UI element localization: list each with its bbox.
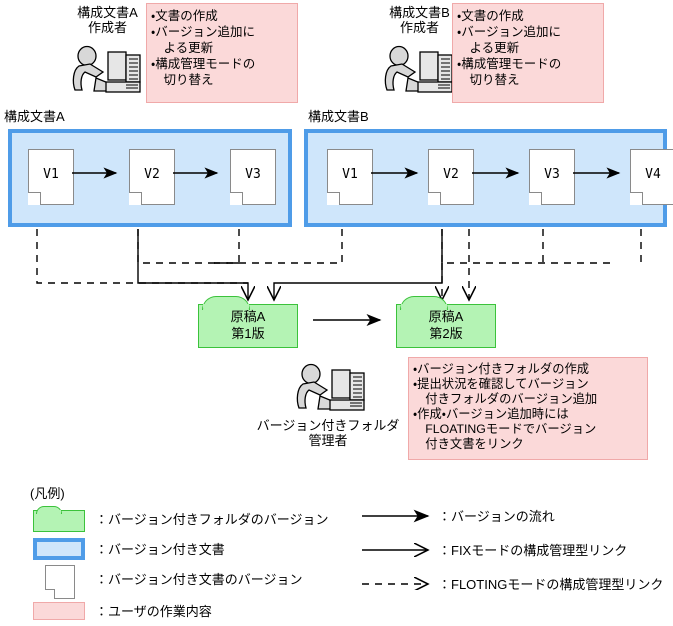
actor-label-author-b-text: 構成文書B 作成者 — [389, 5, 450, 35]
person-at-computer-icon-author-a — [72, 45, 141, 93]
versioned-folder-manuscript-a-v2[interactable]: 原稿A 第2版 — [396, 296, 496, 348]
folder-body — [396, 304, 496, 348]
legend-swatch-pink-box — [33, 602, 85, 620]
floating-link-a-v3 — [214, 229, 240, 264]
actor-label-author-b: 構成文書B 作成者 — [372, 5, 467, 35]
tasks-box-author-b: ・文書の作成 ・バージョン追加に よる更新 ・構成管理モードの 切り替え — [452, 3, 604, 103]
actor-label-author-a: 構成文書A 作成者 — [60, 5, 155, 35]
legend-text-floating-mode-link: ：FLOTINGモードの構成管理型リンク — [438, 577, 664, 592]
actor-label-author-a-text: 構成文書A 作成者 — [77, 5, 138, 35]
document-version-b-v2-label: V2 — [443, 167, 459, 182]
versioned-folder-manuscript-a-v2-label: 原稿A 第2版 — [428, 309, 464, 341]
fix-link-a-v2 — [137, 229, 248, 300]
page-fold-cut-icon — [630, 193, 642, 205]
legend-text-white-document: ：バージョン付き文書のバージョン — [95, 572, 303, 587]
document-version-a-v2-label: V2 — [144, 167, 160, 182]
floating-link-a-v1 — [36, 229, 248, 284]
legend-text-pink-box: ：ユーザの作業内容 — [95, 604, 212, 619]
legend-swatch-white-document — [45, 565, 75, 599]
document-version-a-v1[interactable]: V1 — [28, 149, 74, 205]
document-version-a-v1-label: V1 — [43, 167, 59, 182]
tasks-box-folder-manager: ・バージョン付きフォルダの作成 ・提出状況を確認してバージョン 付きフォルダのバ… — [408, 357, 648, 460]
page-fold-cut-icon — [428, 193, 440, 205]
actor-label-folder-manager: バージョン付きフォルダ 管理者 — [248, 418, 408, 448]
folder-tab-mask — [203, 304, 249, 308]
legend-text-blue-box: ：バージョン付き文書 — [95, 542, 225, 557]
document-version-b-v1-label: V1 — [342, 167, 358, 182]
legend-title: (凡例) — [30, 486, 65, 501]
versioned-document-group-b[interactable]: V1 V2 V3 V4 — [304, 129, 673, 227]
folder-tab-mask — [401, 304, 447, 308]
floating-link-b-v1 — [214, 229, 343, 264]
document-version-b-v1[interactable]: V1 — [327, 149, 373, 205]
group-label-a: 構成文書A — [4, 109, 65, 124]
document-version-a-v3-label: V3 — [245, 167, 261, 182]
person-at-computer-icon-folder-manager — [296, 363, 365, 411]
document-version-b-v3[interactable]: V3 — [529, 149, 575, 205]
page-fold-cut-icon — [28, 193, 40, 205]
page-fold-cut-icon — [529, 193, 541, 205]
person-at-computer-icon-author-b — [384, 45, 453, 93]
legend-text-version-flow: ：バージョンの流れ — [438, 509, 555, 524]
legend-text-fix-mode-link: ：FIXモードの構成管理型リンク — [438, 543, 628, 558]
document-version-b-v3-label: V3 — [544, 167, 560, 182]
versioned-folder-manuscript-a-v1-label: 原稿A 第1版 — [230, 309, 266, 341]
group-label-b: 構成文書B — [308, 109, 369, 124]
folder-body — [198, 304, 298, 348]
versioned-document-group-a[interactable]: V1 V2 V3 — [8, 129, 292, 227]
document-version-a-v2[interactable]: V2 — [129, 149, 175, 205]
page-fold-cut-icon — [230, 193, 242, 205]
legend-text-green-folder: ：バージョン付きフォルダのバージョン — [95, 512, 329, 527]
floating-link-a-v2-stub — [137, 229, 239, 264]
versioned-folder-manuscript-a-v1[interactable]: 原稿A 第1版 — [198, 296, 298, 348]
document-version-b-v4[interactable]: V4 — [630, 149, 673, 205]
floating-bus-right — [441, 229, 610, 264]
page-fold-cut-icon — [129, 193, 141, 205]
document-version-b-v4-label: V4 — [645, 167, 661, 182]
document-version-b-v2[interactable]: V2 — [428, 149, 474, 205]
legend-swatch-green-folder — [33, 506, 85, 532]
page-fold-cut-icon — [327, 193, 339, 205]
fix-link-b-v2 — [274, 229, 443, 300]
legend-swatch-blue-box — [33, 538, 85, 560]
actor-label-folder-manager-text: バージョン付きフォルダ 管理者 — [256, 418, 400, 448]
document-version-a-v3[interactable]: V3 — [230, 149, 276, 205]
tasks-box-author-a: ・文書の作成 ・バージョン追加に よる更新 ・構成管理モードの 切り替え — [146, 3, 298, 103]
